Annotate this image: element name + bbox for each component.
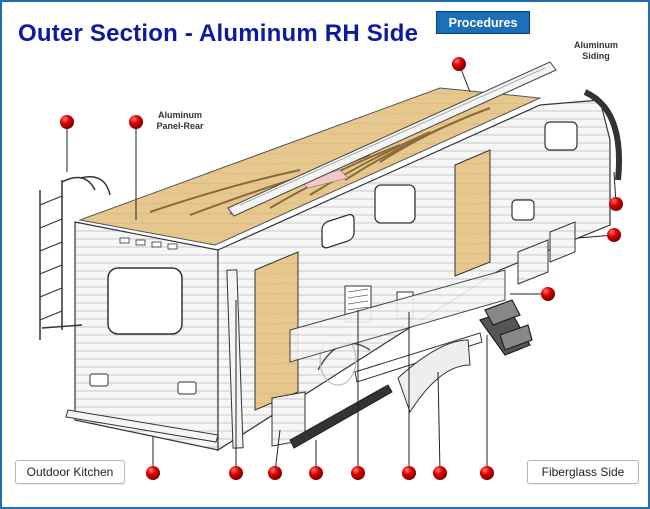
hotspot-lower-trim[interactable] (309, 466, 323, 480)
label-aluminum-siding-line2: Siding (582, 51, 610, 61)
hotspot-vent[interactable] (351, 466, 365, 480)
procedures-button[interactable]: Procedures (436, 11, 530, 34)
leader-lines (66, 63, 617, 473)
hotspot-small-panel[interactable] (268, 466, 282, 480)
hotspot-fender-skirt[interactable] (433, 466, 447, 480)
label-aluminum-panel-rear-line1: Aluminum (158, 110, 202, 120)
label-aluminum-siding: Aluminum Siding (566, 40, 626, 62)
hotspot-aluminum-panel-rear[interactable] (129, 115, 143, 129)
label-aluminum-panel-rear: Aluminum Panel-Rear (147, 110, 213, 132)
hotspot-corner-post[interactable] (229, 466, 243, 480)
label-aluminum-siding-line1: Aluminum (574, 40, 618, 50)
hotspot-steps[interactable] (480, 466, 494, 480)
page-title: Outer Section - Aluminum RH Side (18, 20, 419, 47)
hotspot-roof-trim[interactable] (452, 57, 466, 71)
outdoor-kitchen-button[interactable]: Outdoor Kitchen (15, 460, 125, 484)
hotspot-ladder[interactable] (60, 115, 74, 129)
rear-wall (74, 221, 219, 451)
fiberglass-side-button[interactable]: Fiberglass Side (527, 460, 639, 484)
hotspot-outlet[interactable] (402, 466, 416, 480)
hotspots (60, 57, 623, 480)
front-cap-trim (583, 89, 622, 181)
hotspot-skirt-panel[interactable] (541, 287, 555, 301)
hotspot-rear-bottom-trim[interactable] (146, 466, 160, 480)
loose-parts (65, 221, 576, 449)
hotspot-corner-panel[interactable] (607, 228, 621, 242)
hotspot-front-cap-trim[interactable] (609, 197, 623, 211)
ladder (39, 176, 111, 340)
roof-assembly (78, 61, 557, 246)
label-aluminum-panel-rear-line2: Panel-Rear (156, 121, 204, 131)
side-wall (217, 99, 611, 452)
